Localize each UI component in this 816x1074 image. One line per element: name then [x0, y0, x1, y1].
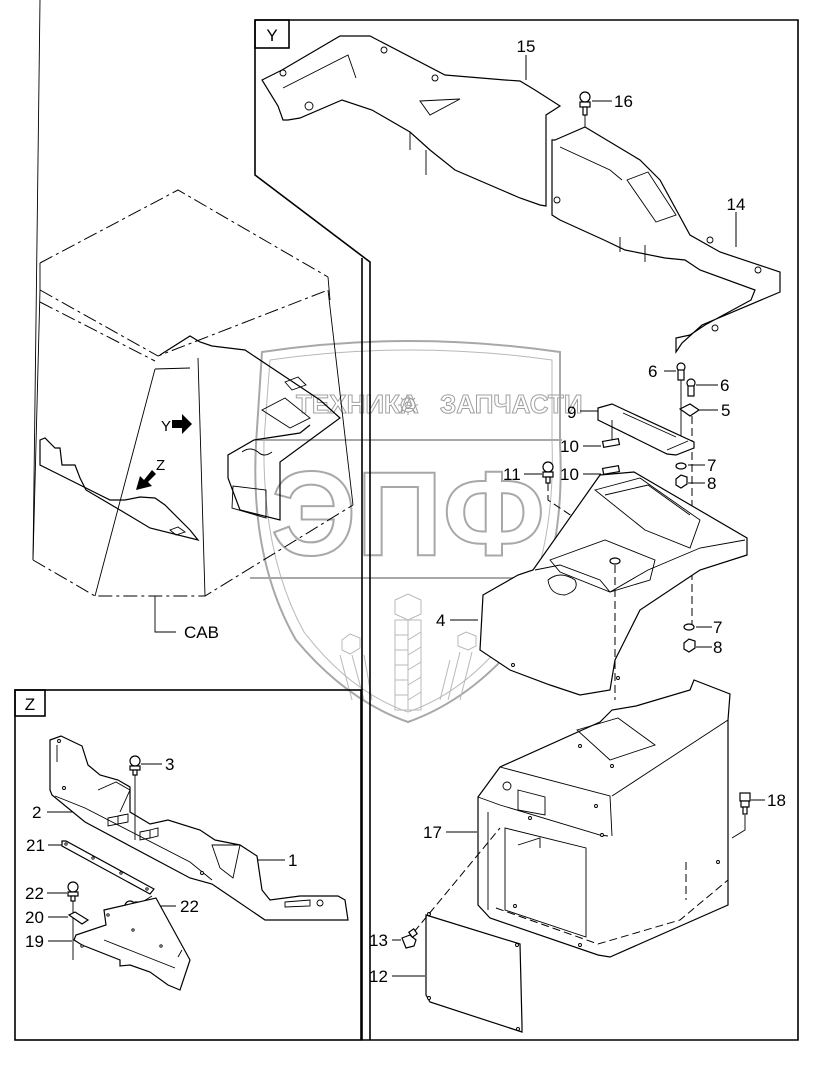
- callout-10b: 10: [560, 465, 579, 484]
- part-11-bolt: 11: [503, 461, 616, 560]
- callout-18: 18: [767, 791, 786, 810]
- watermark-text-left: ТЕХНИКА: [296, 389, 419, 419]
- callout-13: 13: [369, 931, 388, 950]
- callout-6b: 6: [720, 376, 729, 395]
- callout-7a: 7: [707, 456, 716, 475]
- part-14: 14: [551, 126, 781, 354]
- part-19-cover: 19: [25, 897, 191, 991]
- callout-6a: 6: [648, 362, 657, 381]
- part-21-strip: 21: [26, 836, 155, 895]
- part-13-knob: 13: [369, 927, 419, 950]
- callout-3: 3: [165, 755, 174, 774]
- watermark: ТЕХНИКА ЗАПЧАСТИ ЭПФ: [250, 340, 583, 724]
- callout-11: 11: [503, 465, 521, 484]
- gear-icon: [398, 395, 418, 415]
- part-3-bolt: 3: [129, 755, 174, 840]
- callout-14: 14: [727, 195, 746, 214]
- callout-8b: 8: [713, 638, 722, 657]
- detail-y-label: Y: [266, 26, 277, 45]
- cab-label: CAB: [184, 623, 219, 642]
- detail-z-frame: Z: [14, 689, 362, 1041]
- callout-22b: 22: [180, 897, 199, 916]
- callout-1: 1: [288, 851, 297, 870]
- part-1-2-panel: 1 2: [32, 735, 349, 921]
- part-16-bolt: 16: [579, 91, 633, 128]
- arrow-y-label: Y: [161, 418, 171, 435]
- part-22-bolt-a: 22: [25, 881, 79, 960]
- callout-8a: 8: [707, 474, 716, 493]
- part-4-console: 4: [436, 471, 748, 700]
- cab-overview: Y Z CAB: [32, 0, 354, 642]
- part-12-panel: 12: [369, 827, 523, 1033]
- callout-4: 4: [436, 611, 445, 630]
- callout-7b: 7: [713, 618, 722, 637]
- callout-17: 17: [423, 823, 442, 842]
- arrow-y-icon: [172, 414, 192, 434]
- callout-2: 2: [32, 803, 41, 822]
- watermark-monogram: ЭПФ: [271, 447, 545, 581]
- callout-19: 19: [25, 932, 44, 951]
- part-18-bolt: 18: [731, 791, 786, 839]
- callout-16: 16: [614, 92, 633, 111]
- watermark-shield: [254, 340, 562, 724]
- callout-12: 12: [369, 967, 388, 986]
- callout-21: 21: [26, 836, 45, 855]
- callout-15: 15: [517, 37, 536, 56]
- part-17-base: 17: [423, 679, 731, 958]
- watermark-text-right: ЗАПЧАСТИ: [440, 389, 583, 419]
- callout-10a: 10: [560, 437, 579, 456]
- callout-20: 20: [25, 908, 44, 927]
- detail-y-frame: Y: [254, 19, 799, 1041]
- arrow-z-label: Z: [156, 457, 165, 474]
- detail-z-label: Z: [25, 695, 35, 714]
- callout-22a: 22: [25, 884, 44, 903]
- part-15: 15: [261, 35, 562, 207]
- callout-5: 5: [721, 401, 730, 420]
- part-20-plate: 20: [25, 908, 90, 927]
- arrow-z-icon: [136, 470, 156, 490]
- callout-9: 9: [567, 403, 576, 422]
- bracket-hardware: 6 6 5 9 10 10 7 8: [560, 362, 730, 657]
